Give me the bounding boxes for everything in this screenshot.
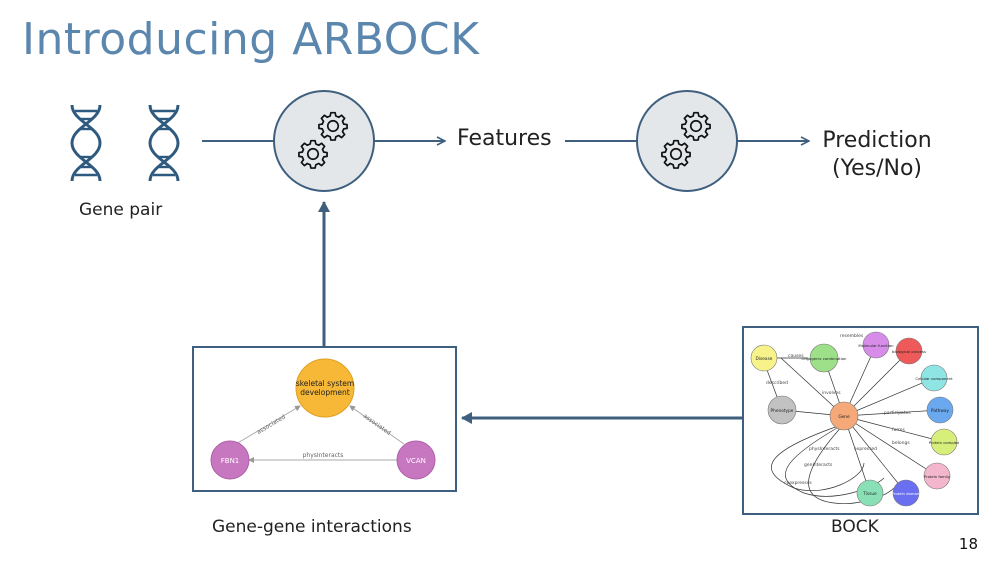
edge-physinteracts: physInteracts (809, 446, 840, 452)
vcan-label: VCAN (406, 457, 426, 465)
label-molecular: Molecular function (858, 343, 894, 348)
edge-participates: participates (884, 410, 911, 416)
bock-label: BOCK (831, 517, 879, 537)
gears-icon (636, 90, 738, 192)
label-phenotype: Phenotype (771, 408, 794, 414)
edge-expressed: expressed (854, 446, 877, 452)
label-cellular: Cellular component (915, 376, 953, 381)
node-cellular (920, 364, 948, 392)
node-biological (895, 337, 923, 365)
node-vcan (396, 440, 436, 480)
node-protein-complex (930, 428, 958, 456)
dna-icon (70, 103, 102, 183)
label-tissue: Tissue (862, 491, 877, 497)
fbn1-label: FBN1 (221, 457, 240, 465)
label-protein-domain: Protein domain (892, 491, 921, 496)
edge-forms: forms (892, 427, 905, 433)
slide-title: Introducing ARBOCK (22, 14, 480, 65)
label-disease: Disease (756, 356, 773, 362)
edge-involves: involves (822, 390, 841, 396)
gears-icon (273, 90, 375, 192)
edge-associated-right: associated (362, 413, 392, 437)
gene-gene-label: Gene-gene interactions (212, 517, 412, 537)
node-skeletal (295, 358, 355, 418)
bock-graph: causes described involves resembles part… (750, 331, 960, 507)
prediction-line2: (Yes/No) (831, 156, 922, 181)
node-tissue (856, 479, 884, 507)
node-disease (750, 344, 778, 372)
node-protein-family (923, 462, 951, 490)
bock-panel: causes described involves resembles part… (742, 326, 979, 515)
edge-resembles: resembles (840, 333, 864, 339)
edge-associated-left: associated (256, 413, 287, 436)
features-label: Features (457, 126, 552, 151)
edge-described: described (766, 380, 788, 386)
label-pathway: Pathway (931, 408, 950, 414)
node-gene (829, 401, 859, 431)
edge-physinteracts: physInteracts (303, 452, 344, 459)
page-number: 18 (958, 535, 978, 553)
node-pathway (926, 396, 954, 424)
dna-icon (148, 103, 180, 183)
edge-belongs: belongs (892, 440, 910, 446)
prediction-line1: Prediction (822, 128, 932, 153)
label-oligogenic: Oligogenic combination (802, 356, 848, 361)
gene-pair-label: Gene pair (79, 200, 163, 220)
label-protein-family: Protein family (924, 474, 951, 479)
node-molecular (862, 331, 890, 359)
node-phenotype (767, 395, 797, 425)
edge-causes: causes (788, 354, 804, 359)
node-protein-domain (892, 479, 920, 507)
node-fbn1 (210, 440, 250, 480)
node-oligogenic (809, 343, 839, 373)
label-protein-complex: Protein complex (929, 440, 960, 445)
edge-geninteracts: genInteracts (804, 462, 833, 468)
label-biological: biological process (892, 349, 926, 354)
prediction-label: Prediction (Yes/No) (810, 127, 944, 183)
label-gene: Gene (838, 414, 850, 420)
edge-coexpresses: coexpresses (784, 480, 812, 486)
